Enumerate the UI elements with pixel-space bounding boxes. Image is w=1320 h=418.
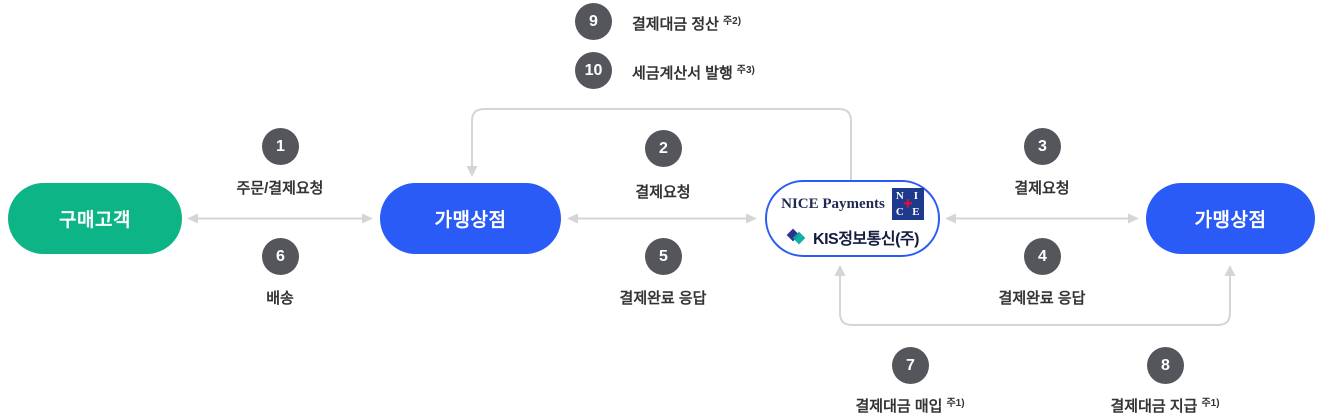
step-number: 5 (659, 247, 668, 265)
step-number: 3 (1038, 137, 1047, 155)
entity-merchant-left: 가맹상점 (380, 183, 561, 254)
entity-merchant-right-label: 가맹상점 (1194, 210, 1267, 231)
step-circle-6: 6 (262, 238, 299, 275)
step-note: 주2) (722, 16, 742, 27)
entity-merchant-right: 가맹상점 (1146, 183, 1315, 254)
kis-diamond-icon (786, 228, 806, 245)
nice-logo-letter: E (912, 206, 920, 218)
entity-merchant-left-label: 가맹상점 (434, 210, 507, 231)
nice-logo-letter: N (895, 190, 904, 202)
step-number: 9 (589, 12, 598, 30)
arrow-customer-merchant (187, 213, 373, 224)
step-note: 주1) (946, 398, 965, 409)
entity-customer-label: 구매고객 (59, 210, 131, 231)
step-label-4: 결제완료 응답 (998, 290, 1086, 307)
nice-logo-letter: C (895, 206, 904, 218)
nice-payments-wordmark: NICE Payments (781, 195, 885, 212)
step-label-5: 결제완료 응답 (619, 290, 707, 307)
step-circle-4: 4 (1024, 238, 1061, 275)
step-number: 7 (906, 356, 915, 374)
step-circle-3: 3 (1024, 128, 1061, 165)
step-circle-10: 10 (575, 52, 612, 89)
step-label-1: 주문/결제요청 (236, 180, 324, 197)
nice-logo-letter: I (913, 190, 919, 202)
nice-logo-plus: + (902, 193, 913, 213)
step-circle-1: 1 (262, 128, 299, 165)
step-label-2: 결제요청 (635, 184, 691, 201)
step-note: 주3) (736, 65, 755, 76)
step-circle-2: 2 (645, 130, 682, 167)
step-number: 10 (584, 61, 603, 79)
arrow-merchant-pg (567, 213, 757, 224)
step-circle-8: 8 (1147, 347, 1184, 384)
step-circle-5: 5 (645, 238, 682, 275)
pg-nice-row: NICE Payments N I C E + (781, 188, 924, 220)
kis-wordmark: KIS정보통신(주) (813, 231, 919, 248)
nice-logo-icon: N I C E + (891, 188, 924, 220)
entity-customer: 구매고객 (8, 183, 182, 254)
step-number: 2 (659, 139, 668, 157)
step-note: 주1) (1201, 398, 1220, 409)
step-circle-7: 7 (892, 347, 929, 384)
entity-pg: NICE Payments N I C E + KIS정보통신(주) (765, 180, 940, 257)
step-number: 4 (1038, 247, 1047, 265)
step-label-6: 배송 (266, 290, 294, 307)
arrow-pg-merchant-right (945, 213, 1139, 224)
step-number: 6 (276, 247, 285, 265)
step-circle-9: 9 (575, 3, 612, 40)
step-number: 1 (276, 137, 285, 155)
step-label-3: 결제요청 (1014, 180, 1070, 197)
step-number: 8 (1161, 356, 1170, 374)
pg-kis-row: KIS정보통신(주) (786, 225, 919, 249)
